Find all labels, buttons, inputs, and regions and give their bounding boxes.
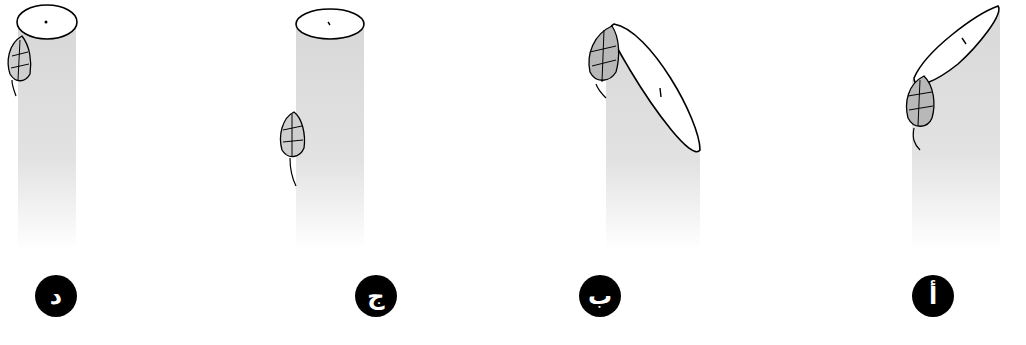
stem-cut-c — [281, 9, 365, 250]
callout-letter-circle: ب — [579, 275, 621, 317]
callout-letter: ج — [367, 284, 384, 308]
callout-letter: د — [50, 284, 62, 308]
callout-letter: أ — [929, 284, 937, 308]
stem-cut-b — [589, 24, 700, 250]
callout-letter-circle: د — [35, 275, 77, 317]
callout-letter-circle: ج — [355, 275, 397, 317]
callout-letter-circle: أ — [912, 275, 954, 317]
stem-cut-d — [8, 5, 77, 250]
stem-cut-a — [907, 6, 1000, 250]
callout-letter: ب — [588, 284, 612, 308]
